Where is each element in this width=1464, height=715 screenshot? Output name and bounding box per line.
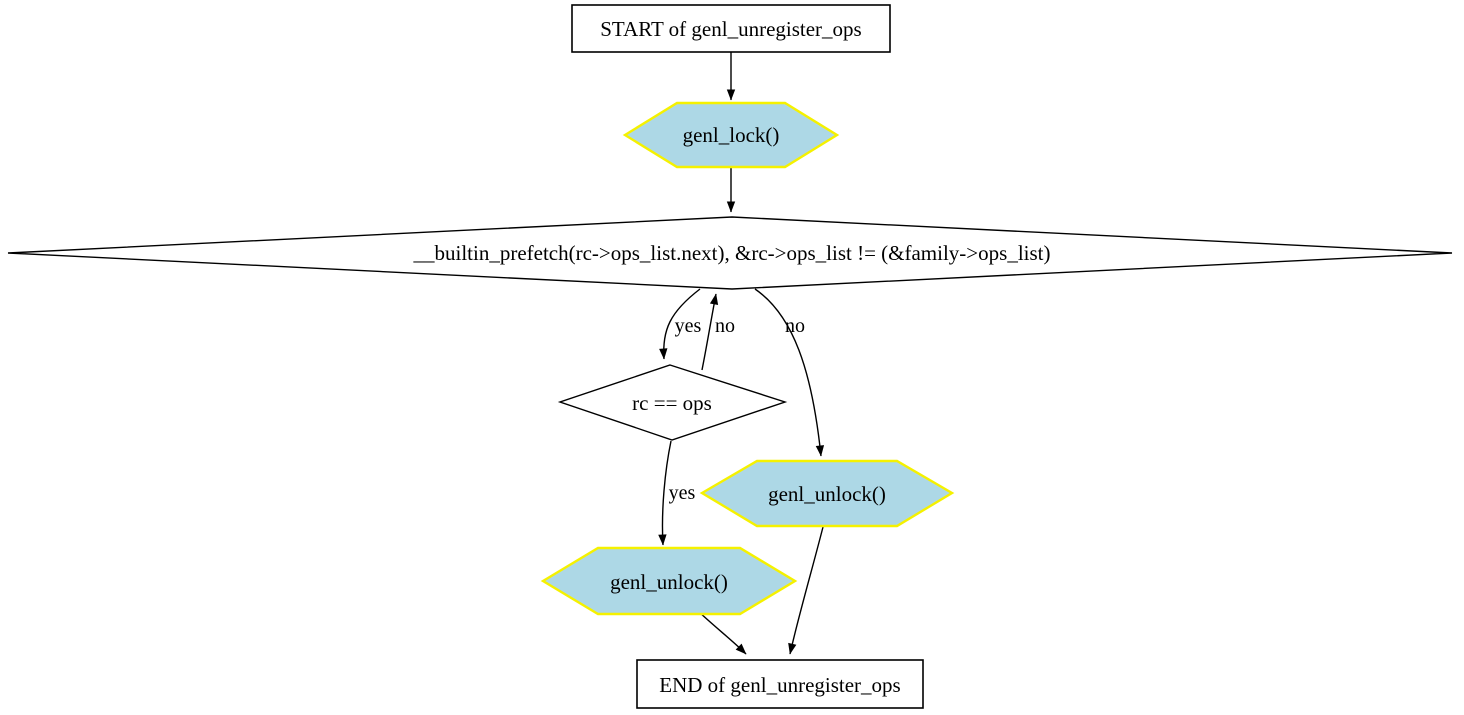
end-box xyxy=(636,659,924,709)
edge-rc-to-condition-no xyxy=(701,293,719,371)
edge-labels-group: yes no no yes xyxy=(669,315,805,504)
edge-condition-to-unlock-no xyxy=(754,288,825,457)
node-genl-unlock-left: genl_unlock() xyxy=(540,546,798,616)
edge-condition-to-rc-yes xyxy=(659,288,701,360)
node-genl-unlock-right: genl_unlock() xyxy=(699,459,955,528)
node-genl-lock: genl_lock() xyxy=(622,101,840,169)
edge-unlock-right-to-end xyxy=(788,526,824,655)
genl-lock-hexagon xyxy=(622,101,840,169)
rc-eq-ops-label: rc == ops xyxy=(632,391,712,415)
end-label: END of genl_unregister_ops xyxy=(659,673,900,697)
node-rc-eq-ops: rc == ops xyxy=(557,364,788,441)
edges-group xyxy=(658,52,825,655)
genl-lock-label: genl_lock() xyxy=(683,123,780,147)
node-end: END of genl_unregister_ops xyxy=(636,659,924,709)
edge-label-yes-loop: yes xyxy=(675,315,702,337)
edge-label-no-exit: no xyxy=(785,315,805,337)
genl-unlock-right-label: genl_unlock() xyxy=(768,482,886,506)
loop-condition-diamond xyxy=(7,216,1453,290)
genl-unlock-left-label: genl_unlock() xyxy=(610,570,728,594)
loop-condition-label: __builtin_prefetch(rc->ops_list.next), &… xyxy=(412,241,1050,265)
node-loop-condition: __builtin_prefetch(rc->ops_list.next), &… xyxy=(7,216,1453,290)
rc-eq-ops-diamond xyxy=(557,364,788,441)
start-label: START of genl_unregister_ops xyxy=(600,17,861,41)
genl-unlock-left-hexagon xyxy=(540,546,798,616)
edge-label-yes-unlock: yes xyxy=(669,482,696,504)
genl-unlock-right-hexagon xyxy=(699,459,955,528)
edge-unlock-left-to-end xyxy=(697,610,747,655)
edge-label-no-back: no xyxy=(715,315,735,337)
start-box xyxy=(571,4,891,53)
edge-rc-to-unlock-yes xyxy=(658,440,672,546)
node-start: START of genl_unregister_ops xyxy=(571,4,891,53)
